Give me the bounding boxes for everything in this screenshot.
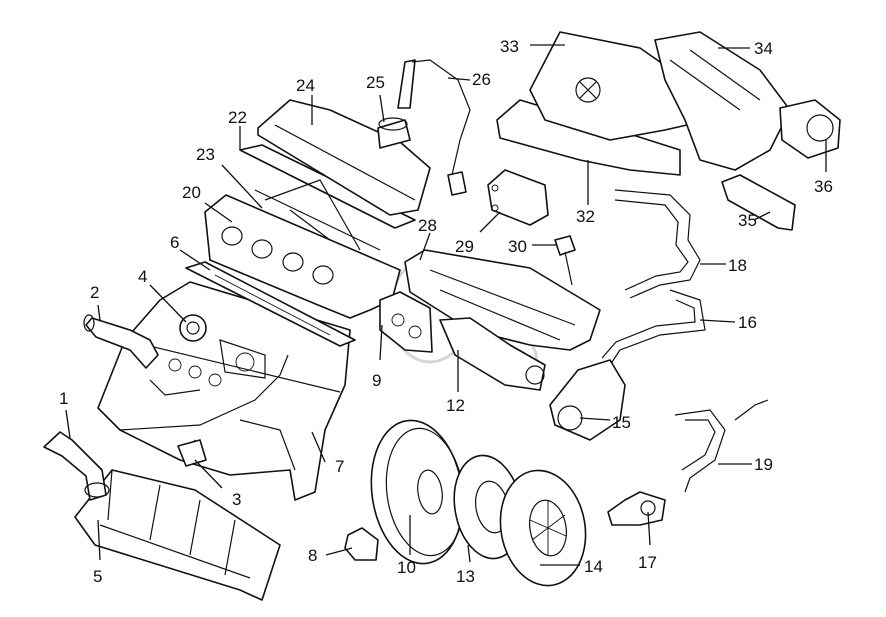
throttle-body xyxy=(779,99,841,159)
callout-17: 17 xyxy=(638,553,657,572)
callout-35: 35 xyxy=(738,211,757,230)
cylinder-head xyxy=(204,194,401,319)
callout-10: 10 xyxy=(397,558,416,577)
engine-top-cover xyxy=(496,31,701,176)
coolant-pipe xyxy=(83,314,159,369)
coolant-hose-lower xyxy=(601,289,706,366)
heater-hose xyxy=(674,399,769,493)
valve-cover-gasket xyxy=(239,144,416,251)
callout-8: 8 xyxy=(308,546,317,565)
callout-34: 34 xyxy=(754,39,773,58)
exhaust-manifold xyxy=(439,317,546,391)
engine-block xyxy=(97,281,351,501)
ignition-coil xyxy=(487,169,549,226)
callout-30: 30 xyxy=(508,237,527,256)
dipstick-tube xyxy=(43,431,110,501)
oil-filler-cap xyxy=(377,117,411,149)
sensor xyxy=(554,235,576,286)
leader-lines xyxy=(65,44,827,566)
callout-19: 19 xyxy=(754,455,773,474)
callout-29: 29 xyxy=(455,237,474,256)
callout-4: 4 xyxy=(138,267,147,286)
coolant-hose-upper xyxy=(614,189,701,299)
callout-1: 1 xyxy=(59,389,68,408)
callout-24: 24 xyxy=(296,76,315,95)
callout-16: 16 xyxy=(738,313,757,332)
pressure-plate xyxy=(499,469,587,587)
callout-2: 2 xyxy=(90,283,99,302)
callout-18: 18 xyxy=(728,256,747,275)
callout-28: 28 xyxy=(418,216,437,235)
callout-13: 13 xyxy=(456,567,475,586)
callout-33: 33 xyxy=(500,37,519,56)
crank-sensor xyxy=(344,527,379,561)
callout-20: 20 xyxy=(182,183,201,202)
callout-3: 3 xyxy=(232,490,241,509)
bracket xyxy=(721,174,796,231)
callout-5: 5 xyxy=(93,567,102,586)
callout-36: 36 xyxy=(814,177,833,196)
intake-plenum xyxy=(654,31,791,171)
callout-32: 32 xyxy=(576,207,595,226)
callout-9: 9 xyxy=(372,371,381,390)
head-gasket xyxy=(185,261,356,347)
ignition-lead xyxy=(397,59,471,196)
valve-cover xyxy=(257,99,431,216)
callout-22: 22 xyxy=(228,108,247,127)
callout-15: 15 xyxy=(612,413,631,432)
callout-23: 23 xyxy=(196,145,215,164)
callout-14: 14 xyxy=(584,557,603,576)
oil-pan xyxy=(74,469,281,601)
callout-26: 26 xyxy=(472,70,491,89)
intake-manifold xyxy=(404,249,601,351)
manifold-gasket xyxy=(379,291,433,353)
callout-25: 25 xyxy=(366,73,385,92)
callout-7: 7 xyxy=(335,457,344,476)
callout-numbers: 1 2 3 4 5 6 7 8 9 10 12 13 14 15 16 17 1… xyxy=(59,37,833,586)
thermostat-housing xyxy=(179,314,207,342)
water-pipe xyxy=(119,354,289,467)
coolant-outlet xyxy=(607,491,666,526)
callout-12: 12 xyxy=(446,396,465,415)
callout-6: 6 xyxy=(170,233,179,252)
